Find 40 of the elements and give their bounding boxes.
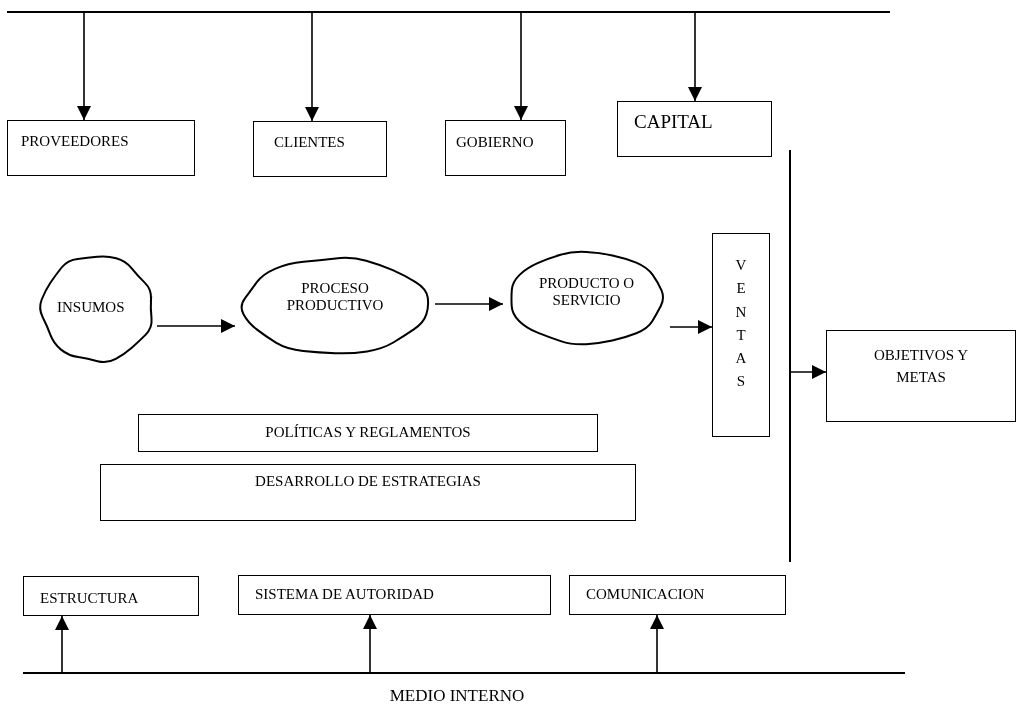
- arrow: [514, 12, 528, 121]
- arrow: [790, 365, 827, 379]
- process-box: [617, 101, 772, 157]
- process-box: [7, 120, 195, 176]
- node-label: CLIENTES: [274, 134, 345, 152]
- arrow: [305, 12, 319, 122]
- node-label: COMUNICACION: [586, 586, 705, 604]
- process-box: [253, 121, 387, 177]
- process-box: [23, 576, 199, 616]
- node-label: PRODUCTO O SERVICIO: [537, 275, 636, 310]
- node-label: CAPITAL: [634, 111, 713, 133]
- process-box: [826, 330, 1016, 422]
- arrow: [669, 320, 713, 334]
- process-box: [100, 464, 636, 521]
- node-label: OBJETIVOS Y METAS: [873, 346, 969, 387]
- arrow: [434, 297, 504, 311]
- arrow: [688, 12, 702, 102]
- arrow: [77, 12, 91, 121]
- process-box: [238, 575, 551, 615]
- node-label: PROVEEDORES: [21, 133, 129, 151]
- rule-line: [7, 11, 890, 13]
- node-label: GOBIERNO: [456, 134, 534, 152]
- arrow: [650, 614, 664, 673]
- arrow: [156, 319, 236, 333]
- node-label: ESTRUCTURA: [40, 590, 139, 608]
- node-label: VENTAS: [734, 256, 748, 392]
- node-label: POLÍTICAS Y REGLAMENTOS: [264, 424, 472, 442]
- rule-line: [23, 672, 905, 674]
- caption-text: MEDIO INTERNO: [389, 686, 525, 706]
- rule-line: [789, 150, 791, 562]
- node-label: DESARROLLO DE ESTRATEGIAS: [254, 473, 482, 491]
- process-box: [138, 414, 598, 452]
- node-label: SISTEMA DE AUTORIDAD: [255, 586, 434, 604]
- arrow: [55, 615, 69, 673]
- process-box: [445, 120, 566, 176]
- arrow: [363, 614, 377, 673]
- node-label: PROCESO PRODUCTIVO: [285, 280, 385, 315]
- process-box: [569, 575, 786, 615]
- node-label: INSUMOS: [57, 299, 125, 317]
- vertical-box: [712, 233, 770, 437]
